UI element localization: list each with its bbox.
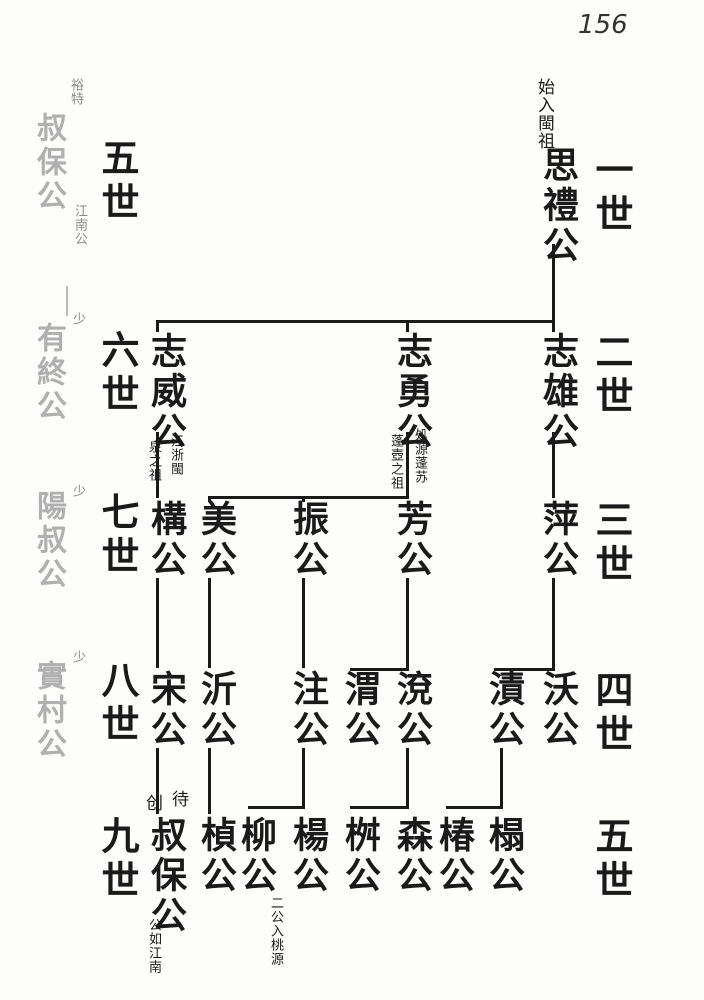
gen4-song: 宋公 [145, 670, 187, 750]
gen2-zhiyong-note2: 蓬壺之祖 [388, 434, 403, 490]
line-fang-down [406, 578, 409, 668]
gen3-mei: 美公 [195, 500, 237, 580]
gen5-chun: 椿公 [433, 816, 475, 896]
gen4-yi: 沂公 [195, 670, 237, 750]
gen4-fu: 渷公 [391, 670, 433, 750]
gen-3-label: 三世 [589, 500, 634, 588]
bleed-col1: 叔保公 [31, 112, 66, 214]
line-ancestor-down [552, 244, 555, 322]
page-number: 156 [578, 10, 628, 40]
line-gen2-drop-2 [406, 320, 409, 332]
gen4-wei: 渭公 [339, 670, 381, 750]
gen2-zhixiong: 志雄公 [537, 332, 579, 452]
line-ping-bar [494, 668, 555, 671]
gen5-liu: 柳公 [235, 816, 277, 896]
left-gen-5: 五世 [95, 138, 140, 226]
line-song-shubao [156, 748, 159, 814]
gen4-wo: 沃公 [537, 670, 579, 750]
gen3-ping: 萍公 [537, 500, 579, 580]
line-zi-bar [446, 806, 503, 809]
gen4-zi: 漬公 [483, 670, 525, 750]
line-wei-gou [156, 432, 159, 498]
gen2-zhiwei: 志威公 [145, 332, 187, 452]
line-zhu-down [302, 748, 305, 808]
ancestor-name: 思禮公 [537, 146, 579, 266]
line-fang-bar [350, 668, 409, 671]
gen5-sen: 森公 [391, 816, 433, 896]
gen5-liu-note: 二公入桃源 [268, 896, 283, 966]
line-gen2-drop-1 [552, 320, 555, 332]
left-gen-6: 六世 [95, 330, 140, 418]
line-yi-zhen [208, 748, 211, 814]
line-zi-down [500, 748, 503, 808]
gen2-zhiwei-note1: 江浙閩 [168, 434, 183, 476]
line-gou-song [156, 578, 159, 668]
bleed-col4: 實村公 [31, 660, 66, 762]
gen-4-label: 四世 [589, 670, 634, 758]
line-xiong-ping [552, 432, 555, 498]
shubao-name: 叔保公 [145, 816, 187, 936]
line-fu-bar [350, 806, 409, 809]
shubao-note-b: 创 [142, 794, 162, 812]
left-gen-8: 八世 [95, 660, 140, 748]
gen2-zhiyong-note1: 処源蓬苏 [412, 428, 427, 484]
line-mei-yi [208, 578, 211, 668]
bleed-note-jiang: 江南公 [72, 204, 87, 246]
gen5-bin: 桝公 [339, 816, 381, 896]
gen3-zhen: 振公 [287, 500, 329, 580]
gen5-yang: 楊公 [287, 816, 329, 896]
gen-2-label: 二世 [589, 332, 634, 420]
gen2-zhiwei-note2: 泉之祖 [146, 440, 161, 482]
bleed-col2: 有終公 [31, 322, 66, 424]
gen-1-label: 一世 [589, 150, 634, 238]
line-yong-zhen [302, 496, 305, 502]
line-gen2-bar [156, 320, 555, 323]
line-gen2-drop-3 [156, 320, 159, 332]
gen5-ta: 榻公 [483, 816, 525, 896]
bleed-marker-2: 少 [70, 484, 85, 498]
shubao-note-c: 公如江南 [146, 918, 161, 974]
shubao-note-a: 待 [168, 790, 188, 808]
gen4-zhu: 注公 [287, 670, 329, 750]
bleed-line [66, 286, 68, 316]
line-yong-bar [208, 496, 409, 499]
bleed-note-top: 裕特 [68, 78, 83, 106]
bleed-marker-1: 少 [70, 312, 85, 326]
left-gen-7: 七世 [95, 492, 140, 580]
line-ping-down [552, 578, 555, 668]
gen2-zhiyong: 志勇公 [391, 332, 433, 452]
gen-5-label: 五世 [589, 816, 634, 904]
line-fu-down [406, 748, 409, 808]
line-zhu-bar [248, 806, 305, 809]
gen3-fang: 芳公 [391, 500, 433, 580]
left-gen-9: 九世 [95, 816, 140, 904]
bleed-marker-3: 少 [70, 650, 85, 664]
gen3-gou: 構公 [145, 500, 187, 580]
line-zhen-zhu [302, 578, 305, 668]
gen5-zhen: 楨公 [195, 816, 237, 896]
line-yong-down [406, 432, 409, 496]
line-yong-mei [208, 496, 211, 502]
ancestor-title: 始入閩祖 [534, 78, 554, 150]
bleed-col3: 陽叔公 [31, 490, 66, 592]
